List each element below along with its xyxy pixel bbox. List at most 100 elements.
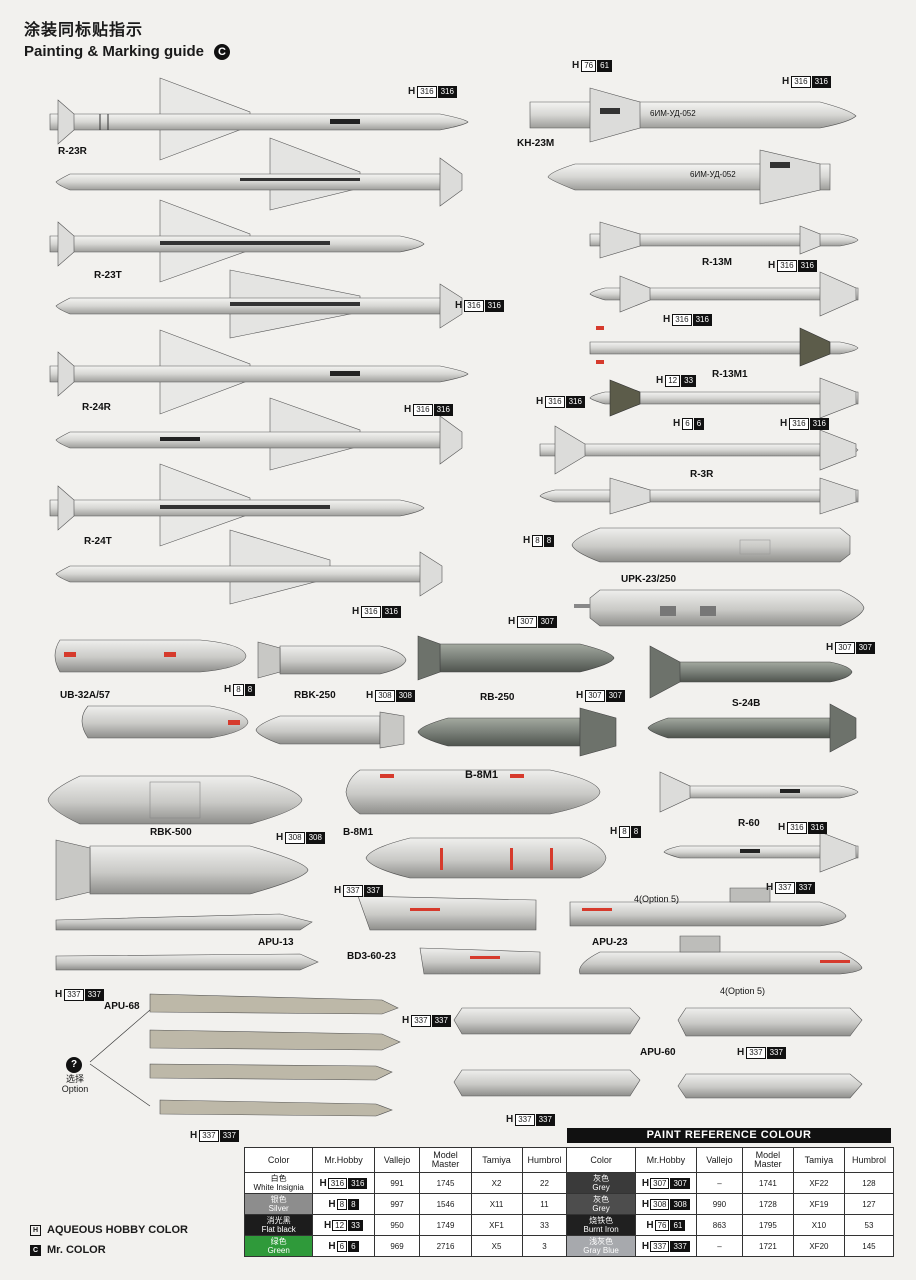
humbrol-cell: 53 (843, 1214, 895, 1236)
color-name-en: Flat black (261, 1225, 296, 1234)
option-note-apu23-top: 4(Option 5) (634, 894, 680, 904)
rocket-s24b-top (649, 645, 853, 699)
label-r60: R-60 (738, 818, 760, 829)
callout-prefix: H (366, 690, 374, 701)
callout-mrcolor: 6 (693, 418, 705, 430)
vallejo-cell: – (695, 1172, 743, 1194)
pod-b8m1-top (345, 769, 601, 815)
mrhobby-aqueous: 308 (650, 1198, 670, 1210)
launcher-apu13-bottom (55, 953, 319, 971)
callout-aqueous: 307 (585, 690, 605, 702)
label-s24b: S-24B (732, 698, 761, 709)
pod-upk-bottom (574, 589, 865, 627)
label-ub32: UB-32A/57 (60, 690, 111, 701)
color-name-cn: 灰色 (593, 1174, 610, 1183)
sheet-letter-badge: C (214, 44, 231, 61)
model-master-cell: 1728 (741, 1193, 794, 1215)
col-header: Vallejo (695, 1147, 743, 1173)
missile-r60-bottom (663, 831, 859, 873)
tamiya-cell: X5 (470, 1235, 523, 1257)
callout-prefix: H (190, 1130, 198, 1141)
option-label-en: Option (61, 1084, 89, 1094)
col-header: Tamiya (470, 1147, 523, 1173)
bomb-rbk250-bottom (255, 711, 405, 749)
title-chinese: 涂装同标贴指示 (24, 20, 144, 39)
vallejo-cell: 990 (695, 1193, 743, 1215)
label-bd3: BD3-60-23 (347, 951, 396, 962)
callout-aqueous: 337 (64, 989, 84, 1001)
callout-mrcolor: 337 (219, 1130, 239, 1142)
missile-r13m1-bottom (589, 377, 859, 419)
missile-r3r-top (539, 425, 859, 475)
paint-reference-title: PAINT REFERENCE COLOUR (567, 1128, 891, 1143)
col-header: Mr.Hobby (634, 1147, 697, 1173)
callout-mrcolor: 316 (807, 822, 827, 834)
callout-mrcolor: 307 (855, 642, 875, 654)
missile-kh23m-top (529, 87, 857, 143)
label-apu68: APU-68 (104, 1001, 140, 1012)
callout-prefix: H (656, 375, 664, 386)
mrcolor-icon: C (30, 1244, 41, 1256)
callout-prefix: H (402, 1015, 410, 1026)
mrhobby-prefix: H (323, 1219, 332, 1231)
missile-r13m-bottom (589, 271, 859, 317)
callout-aqueous: 316 (413, 404, 433, 416)
legend-aqueous: H AQUEOUS HOBBY COLOR (30, 1224, 188, 1236)
callout-prefix: H (572, 60, 580, 71)
legend-mrcolor-text: Mr. COLOR (47, 1244, 106, 1256)
color-name-en: Burnt Iron (583, 1225, 619, 1234)
mrhobby-prefix: H (641, 1198, 650, 1210)
callout-aqueous: 316 (545, 396, 565, 408)
callout-aqueous: 307 (835, 642, 855, 654)
stencil-kh23-top: 6ИМ-УД-052 (650, 109, 696, 118)
label-upk: UPK-23/250 (621, 574, 677, 585)
callout-aqueous: 337 (746, 1047, 766, 1059)
mrhobby-mrcolor: 6 (348, 1240, 359, 1252)
callout-aqueous: 316 (672, 314, 692, 326)
col-header: Mr.Hobby (312, 1147, 375, 1173)
missile-r23r-top (49, 77, 469, 161)
mrhobby-mrcolor: 307 (670, 1177, 690, 1189)
humbrol-cell: 127 (843, 1193, 895, 1215)
launcher-apu23-top (569, 887, 847, 927)
legend-mrcolor: C Mr. COLOR (30, 1244, 106, 1256)
vallejo-cell: 950 (373, 1214, 421, 1236)
model-master-cell: 1749 (419, 1214, 472, 1236)
model-master-cell: 1546 (419, 1193, 472, 1215)
label-r13m: R-13M (702, 257, 733, 268)
label-r13m1: R-13M1 (712, 369, 748, 380)
mrhobby-prefix: H (328, 1198, 336, 1210)
callout-prefix: H (673, 418, 681, 429)
callout-prefix: H (408, 86, 416, 97)
callout-mrcolor: 316 (809, 418, 829, 430)
callout-mrcolor: 316 (381, 606, 401, 618)
missile-r3r-bottom (539, 477, 859, 515)
mrhobby-aqueous: 12 (332, 1219, 348, 1231)
label-r3r: R-3R (690, 469, 714, 480)
aqueous-icon: H (30, 1224, 41, 1236)
humbrol-cell: 11 (521, 1193, 568, 1215)
bomb-rbk500-bottom (55, 839, 309, 901)
